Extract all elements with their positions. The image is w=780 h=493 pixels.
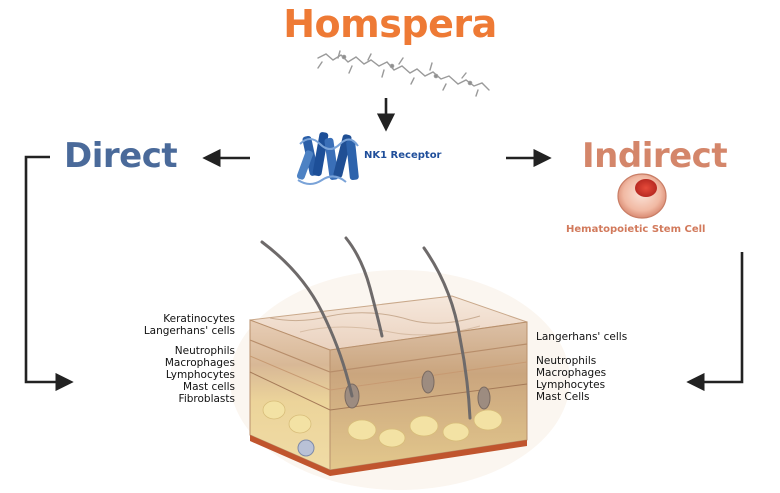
list-item: Neutrophils — [536, 355, 627, 367]
indirect-cell-list: Langerhans' cells Neutrophils Macrophage… — [536, 331, 627, 403]
direct-path-arrow — [26, 157, 70, 382]
list-item: Neutrophils — [144, 345, 235, 357]
nk1-receptor-icon — [296, 132, 359, 184]
list-item: Mast cells — [144, 381, 235, 393]
list-item: Macrophages — [536, 367, 627, 379]
list-item: Keratinocytes — [144, 313, 235, 325]
skin-cross-section-image — [230, 238, 570, 490]
list-item: Langerhans' cells — [536, 331, 627, 343]
list-item: Lymphocytes — [536, 379, 627, 391]
peptide-structure-icon — [318, 51, 489, 96]
stem-cell-label: Hematopoietic Stem Cell — [566, 224, 705, 235]
direct-label: Direct — [64, 136, 177, 176]
list-item: Lymphocytes — [144, 369, 235, 381]
list-item: Mast Cells — [536, 391, 627, 403]
indirect-label: Indirect — [582, 136, 727, 176]
direct-cell-list: Keratinocytes Langerhans' cells Neutroph… — [144, 313, 235, 405]
page-title: Homspera — [0, 2, 780, 46]
list-item: Fibroblasts — [144, 393, 235, 405]
nk1-receptor-label: NK1 Receptor — [364, 150, 442, 161]
list-item: Macrophages — [144, 357, 235, 369]
list-item: Langerhans' cells — [144, 325, 235, 337]
indirect-path-arrow — [690, 252, 742, 382]
hematopoietic-stem-cell-icon — [618, 174, 666, 218]
